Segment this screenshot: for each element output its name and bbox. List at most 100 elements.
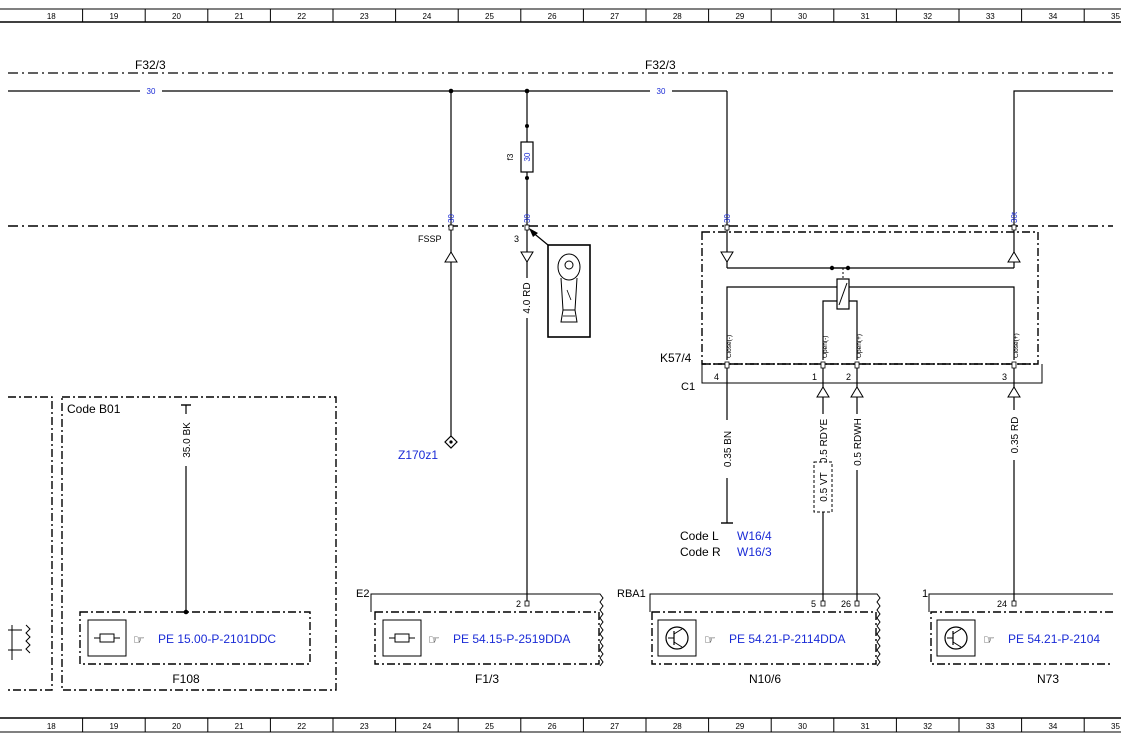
svg-text:5: 5	[811, 599, 816, 609]
wire-40rd: 4.0 RD	[522, 282, 533, 313]
component-n73-ref[interactable]: PE 54.21-P-2104	[1008, 632, 1100, 646]
bus-label-right: F32/3	[645, 58, 676, 72]
svg-text:30t: 30t	[1010, 211, 1019, 223]
hand-pointer-icon: ☞	[983, 632, 995, 647]
code-b01-box	[61, 396, 337, 691]
fuse-value: 30	[523, 152, 532, 161]
bottom-ruler-col-33: 33	[986, 722, 995, 731]
top-ruler-col-27: 27	[610, 12, 619, 21]
transistor-icon	[665, 626, 689, 650]
svg-text:3: 3	[1002, 372, 1007, 382]
top-ruler-col-21: 21	[235, 12, 244, 21]
wire-035rd: 0.35 RD	[1010, 417, 1021, 454]
svg-text:30: 30	[447, 214, 456, 223]
svg-text:2: 2	[516, 599, 521, 609]
bottom-ruler-col-26: 26	[548, 722, 557, 731]
wire-35bk: 35.0 BK	[182, 422, 193, 458]
top-ruler-col-31: 31	[861, 12, 870, 21]
ground-point-icon	[444, 435, 458, 449]
fuse-id: f3	[506, 153, 515, 160]
bottom-ruler-col-19: 19	[109, 722, 118, 731]
top-ruler-col-32: 32	[923, 12, 932, 21]
bottom-ruler-col-32: 32	[923, 722, 932, 731]
top-ruler-col-33: 33	[986, 12, 995, 21]
component-f1-3-ref[interactable]: PE 54.15-P-2519DDA	[453, 632, 570, 646]
component-n73-name: N73	[1037, 672, 1059, 686]
bottom-ruler-col-28: 28	[673, 722, 682, 731]
svg-text:2: 2	[846, 372, 851, 382]
top-ruler-col-22: 22	[297, 12, 306, 21]
top-ruler-col-29: 29	[735, 12, 744, 21]
connector-f3: 30 3	[514, 214, 532, 244]
wire-05rdye: 0.5 RDYE	[819, 418, 830, 463]
relay-name: K57/4	[660, 351, 692, 365]
top-ruler-col-35: 35	[1111, 12, 1120, 21]
svg-text:24: 24	[997, 599, 1007, 609]
svg-text:3: 3	[514, 234, 519, 244]
top-ruler-col-18: 18	[47, 12, 56, 21]
connector-relay-30: 30	[723, 214, 732, 231]
bottom-ruler-col-35: 35	[1111, 722, 1120, 731]
wire-035bn: 0.35 BN	[723, 431, 734, 467]
bottom-ruler-col-34: 34	[1048, 722, 1057, 731]
fuse-f3-symbol	[520, 141, 534, 173]
bottom-ruler-col-21: 21	[235, 722, 244, 731]
bottom-ruler-col-24: 24	[422, 722, 431, 731]
connector-fssp: 30 FSSP	[418, 214, 456, 244]
fuse-icon	[99, 633, 115, 643]
component-f108-ref[interactable]: PE 15.00-P-2101DDC	[158, 632, 276, 646]
fssp-label: FSSP	[418, 234, 442, 244]
plug-pins	[724, 361, 1017, 369]
bottom-ruler-col-22: 22	[297, 722, 306, 731]
top-ruler-col-24: 24	[422, 12, 431, 21]
component-f108-name: F108	[172, 672, 200, 686]
code-l-label: Code L	[680, 529, 719, 543]
bottom-ruler-col-31: 31	[861, 722, 870, 731]
optional-wire-box	[813, 461, 833, 513]
component-n10-6-name: N10/6	[749, 672, 781, 686]
bottom-ruler-col-30: 30	[798, 722, 807, 731]
svg-text:26: 26	[841, 599, 851, 609]
code-r-link[interactable]: W16/3	[737, 545, 772, 559]
left-partial-box	[8, 396, 53, 691]
pin-open-plus: Open(+)	[856, 334, 863, 358]
wire-05vt: 0.5 VT	[819, 472, 830, 501]
component-f108[interactable]: ☞ PE 15.00-P-2101DDC F108	[79, 611, 311, 686]
hand-pointer-icon: ☞	[428, 632, 440, 647]
connector-rba1: RBA1	[617, 588, 646, 600]
wire-30-label-b: 30	[657, 87, 666, 96]
top-ruler-col-20: 20	[172, 12, 181, 21]
top-ruler-col-19: 19	[109, 12, 118, 21]
svg-text:30: 30	[523, 214, 532, 223]
component-f1-3[interactable]: E2 2 ☞ PE 54.15-P-2519DDA F1/3	[356, 588, 604, 686]
hand-pointer-icon: ☞	[704, 632, 716, 647]
component-n10-6-ref[interactable]: PE 54.21-P-2114DDA	[729, 632, 846, 646]
top-ruler-col-26: 26	[548, 12, 557, 21]
code-l-link[interactable]: W16/4	[737, 529, 772, 543]
bottom-ruler-col-18: 18	[47, 722, 56, 731]
code-r-label: Code R	[680, 545, 721, 559]
component-n73[interactable]: 1 24 ☞ PE 54.21-P-2104 N73	[922, 588, 1113, 686]
top-ruler-col-23: 23	[360, 12, 369, 21]
pin-close-plus: Close(+)	[1013, 333, 1020, 358]
top-ruler: 18 19 20 21 22 23 24 25 26 27 28 29 30 31 32 33 34 35	[0, 8, 1121, 23]
relay-k57-4-box	[701, 231, 1039, 365]
svg-text:30: 30	[723, 214, 732, 223]
connector-1: 1	[922, 588, 928, 600]
component-n10-6[interactable]: RBA1 5 26 ☞ PE 54.21-P-2114DDA N10/6	[617, 588, 881, 686]
top-ruler-col-34: 34	[1048, 12, 1057, 21]
ground-label[interactable]: Z170z1	[398, 448, 438, 462]
top-ruler-col-30: 30	[798, 12, 807, 21]
bottom-ruler-col-25: 25	[485, 722, 494, 731]
connector-relay-30t: 30t	[1010, 211, 1019, 231]
plug-c1: C1	[681, 381, 695, 393]
wire-05rdwh: 0.5 RDWH	[853, 418, 864, 466]
svg-text:4: 4	[714, 372, 719, 382]
left-partial-symbol	[8, 624, 31, 660]
bottom-ruler-col-27: 27	[610, 722, 619, 731]
top-ruler-col-25: 25	[485, 12, 494, 21]
top-ruler-col-28: 28	[673, 12, 682, 21]
